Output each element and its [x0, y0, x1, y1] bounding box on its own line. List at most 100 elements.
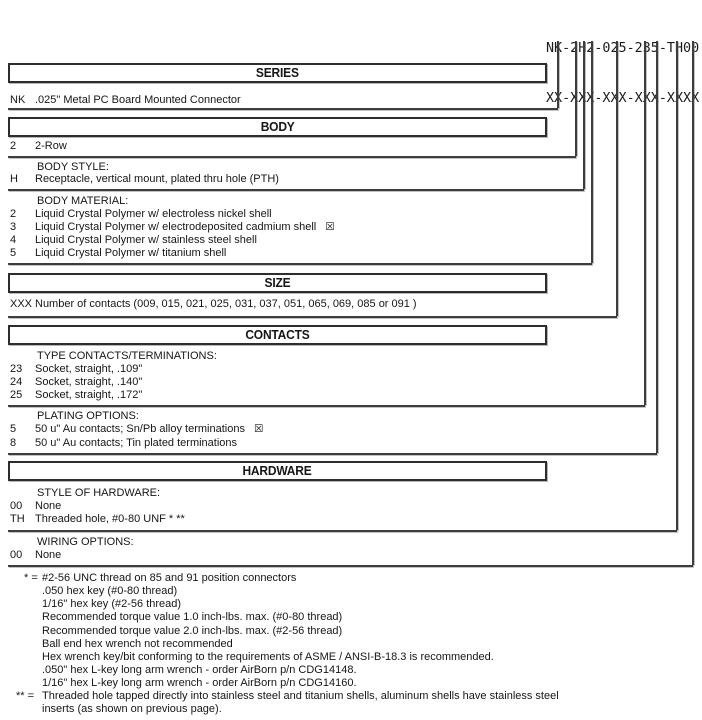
footnote-text: .050 hex key (#0-80 thread) [42, 585, 178, 598]
divider-contact-type [8, 405, 645, 407]
section-header-size: SIZE [8, 273, 547, 293]
option-desc: Liquid Crystal Polymer w/ titanium shell [35, 247, 227, 259]
footnote-line: Recommended torque value 1.0 inch-lbs. m… [0, 611, 696, 624]
option-row-body-style-h: H Receptacle, vertical mount, plated thr… [0, 173, 600, 186]
option-row-material-4: 4 Liquid Crystal Polymer w/ stainless st… [0, 234, 600, 247]
section-header-series: SERIES [8, 63, 547, 83]
option-row-body-2row: 2 2-Row [0, 140, 600, 153]
option-row-contact-25: 25 Socket, straight, .172" [0, 389, 600, 402]
section-title: BODY [260, 120, 295, 134]
option-desc: None [35, 549, 62, 561]
footnote-text: inserts (as shown on previous page). [42, 703, 222, 716]
footnote-text: Recommended torque value 1.0 inch-lbs. m… [42, 611, 343, 624]
footnote-line: 1/16" hex key (#2-56 thread) [0, 598, 696, 611]
subheading-body-style: BODY STYLE: [0, 161, 600, 174]
option-code: 5 [10, 423, 17, 435]
subheading-label: WIRING OPTIONS: [37, 536, 134, 548]
option-code: 25 [10, 389, 23, 401]
subheading-hardware-style: STYLE OF HARDWARE: [0, 487, 600, 500]
footnote-line: inserts (as shown on previous page). [0, 703, 696, 716]
option-row-series-nk: NK .025" Metal PC Board Mounted Connecto… [0, 94, 600, 107]
footnote-line: Ball end hex wrench not recommended [0, 638, 696, 651]
section-title: SERIES [256, 66, 299, 80]
option-desc: Socket, straight, .172" [35, 389, 143, 401]
footnote-text: .050" hex L-key long arm wrench - order … [42, 663, 357, 676]
connector-line-plating [656, 41, 658, 453]
connector-line-series [557, 41, 559, 108]
divider-wiring [8, 565, 693, 567]
option-desc: None [35, 500, 62, 512]
option-code: 8 [10, 437, 17, 449]
connector-line-wiring [692, 41, 694, 565]
divider-plating [8, 453, 657, 455]
section-title: HARDWARE [242, 464, 313, 478]
option-row-hardware-00: 00 None [0, 500, 600, 513]
subheading-contact-type: TYPE CONTACTS/TERMINATIONS: [0, 350, 600, 363]
option-row-plating-8: 8 50 u" Au contacts; Tin plated terminat… [0, 437, 600, 450]
checked-box-icon: ☒ [325, 221, 335, 233]
footnote-text: #2-56 UNC thread on 85 and 91 position c… [42, 572, 297, 584]
footnote-text: 1/16" hex key (#2-56 thread) [42, 598, 182, 611]
option-row-plating-5: 5 50 u" Au contacts; Sn/Pb alloy termina… [0, 423, 600, 436]
option-row-material-3: 3 Liquid Crystal Polymer w/ electrodepos… [0, 221, 600, 234]
connector-line-body-material [591, 41, 593, 263]
option-desc: Liquid Crystal Polymer w/ electroless ni… [35, 208, 272, 220]
option-row-contact-24: 24 Socket, straight, .140" [0, 376, 600, 389]
option-code: 2 [10, 208, 17, 220]
option-row-contact-23: 23 Socket, straight, .109" [0, 363, 600, 376]
option-row-hardware-th: TH Threaded hole, #0-80 UNF * ** [0, 513, 600, 526]
option-desc: Threaded hole, #0-80 UNF * ** [35, 513, 185, 525]
option-desc: .025" Metal PC Board Mounted Connector [35, 94, 241, 106]
connector-line-body-style [583, 41, 585, 189]
subheading-plating: PLATING OPTIONS: [0, 410, 600, 423]
option-code: 4 [10, 234, 17, 246]
option-row-wiring-00: 00 None [0, 549, 600, 562]
subheading-label: TYPE CONTACTS/TERMINATIONS: [37, 350, 217, 362]
option-desc: Number of contacts (009, 015, 021, 025, … [35, 298, 417, 310]
divider-hardware [8, 530, 677, 532]
footnote-text: Ball end hex wrench not recommended [42, 637, 233, 650]
option-code: NK [10, 94, 26, 106]
section-header-hardware: HARDWARE [8, 461, 547, 481]
footnote-text: Threaded hole tapped directly into stain… [42, 690, 559, 703]
option-code: 23 [10, 363, 23, 375]
footnote-marker-star: * = [24, 572, 38, 584]
option-desc: Liquid Crystal Polymer w/ electrodeposit… [35, 221, 317, 233]
option-code: 00 [10, 549, 23, 561]
connector-line-size [616, 41, 618, 316]
option-desc: Liquid Crystal Polymer w/ stainless stee… [35, 234, 257, 246]
option-code: XXX [10, 298, 33, 310]
footnote-line: Recommended torque value 2.0 inch-lbs. m… [0, 625, 696, 638]
subheading-label: BODY STYLE: [37, 161, 109, 173]
divider-size [8, 316, 617, 318]
connector-line-contact-type [644, 41, 646, 405]
option-code: H [10, 173, 18, 185]
divider-series [8, 108, 558, 110]
footnote-line: * = #2-56 UNC thread on 85 and 91 positio… [0, 572, 696, 585]
footnote-line: .050 hex key (#0-80 thread) [0, 585, 696, 598]
option-code: 2 [10, 140, 17, 152]
subheading-label: BODY MATERIAL: [37, 195, 129, 207]
option-code: 00 [10, 500, 23, 512]
option-code: 3 [10, 221, 17, 233]
checked-box-icon: ☒ [253, 423, 264, 435]
connector-line-hardware [676, 41, 678, 530]
divider-body-material [8, 263, 592, 265]
subheading-body-material: BODY MATERIAL: [0, 195, 600, 208]
section-title: SIZE [264, 276, 291, 290]
footnote-line: Hex wrench key/bit conforming to the req… [0, 651, 696, 664]
footnote-text: Hex wrench key/bit conforming to the req… [42, 650, 494, 663]
option-desc: Receptacle, vertical mount, plated thru … [35, 173, 279, 185]
footnote-line: .050" hex L-key long arm wrench - order … [0, 664, 696, 677]
option-code: 5 [10, 247, 17, 259]
footnote-marker-doublestar: ** = [16, 690, 35, 703]
subheading-wiring: WIRING OPTIONS: [0, 536, 600, 549]
option-code: 24 [10, 376, 23, 388]
subheading-label: PLATING OPTIONS: [37, 410, 139, 422]
option-code: TH [10, 513, 25, 525]
section-header-body: BODY [8, 117, 547, 137]
footnote-text: Recommended torque value 2.0 inch-lbs. m… [42, 624, 343, 637]
option-desc: 50 u" Au contacts; Tin plated terminatio… [35, 437, 238, 449]
divider-body-style [8, 189, 584, 191]
